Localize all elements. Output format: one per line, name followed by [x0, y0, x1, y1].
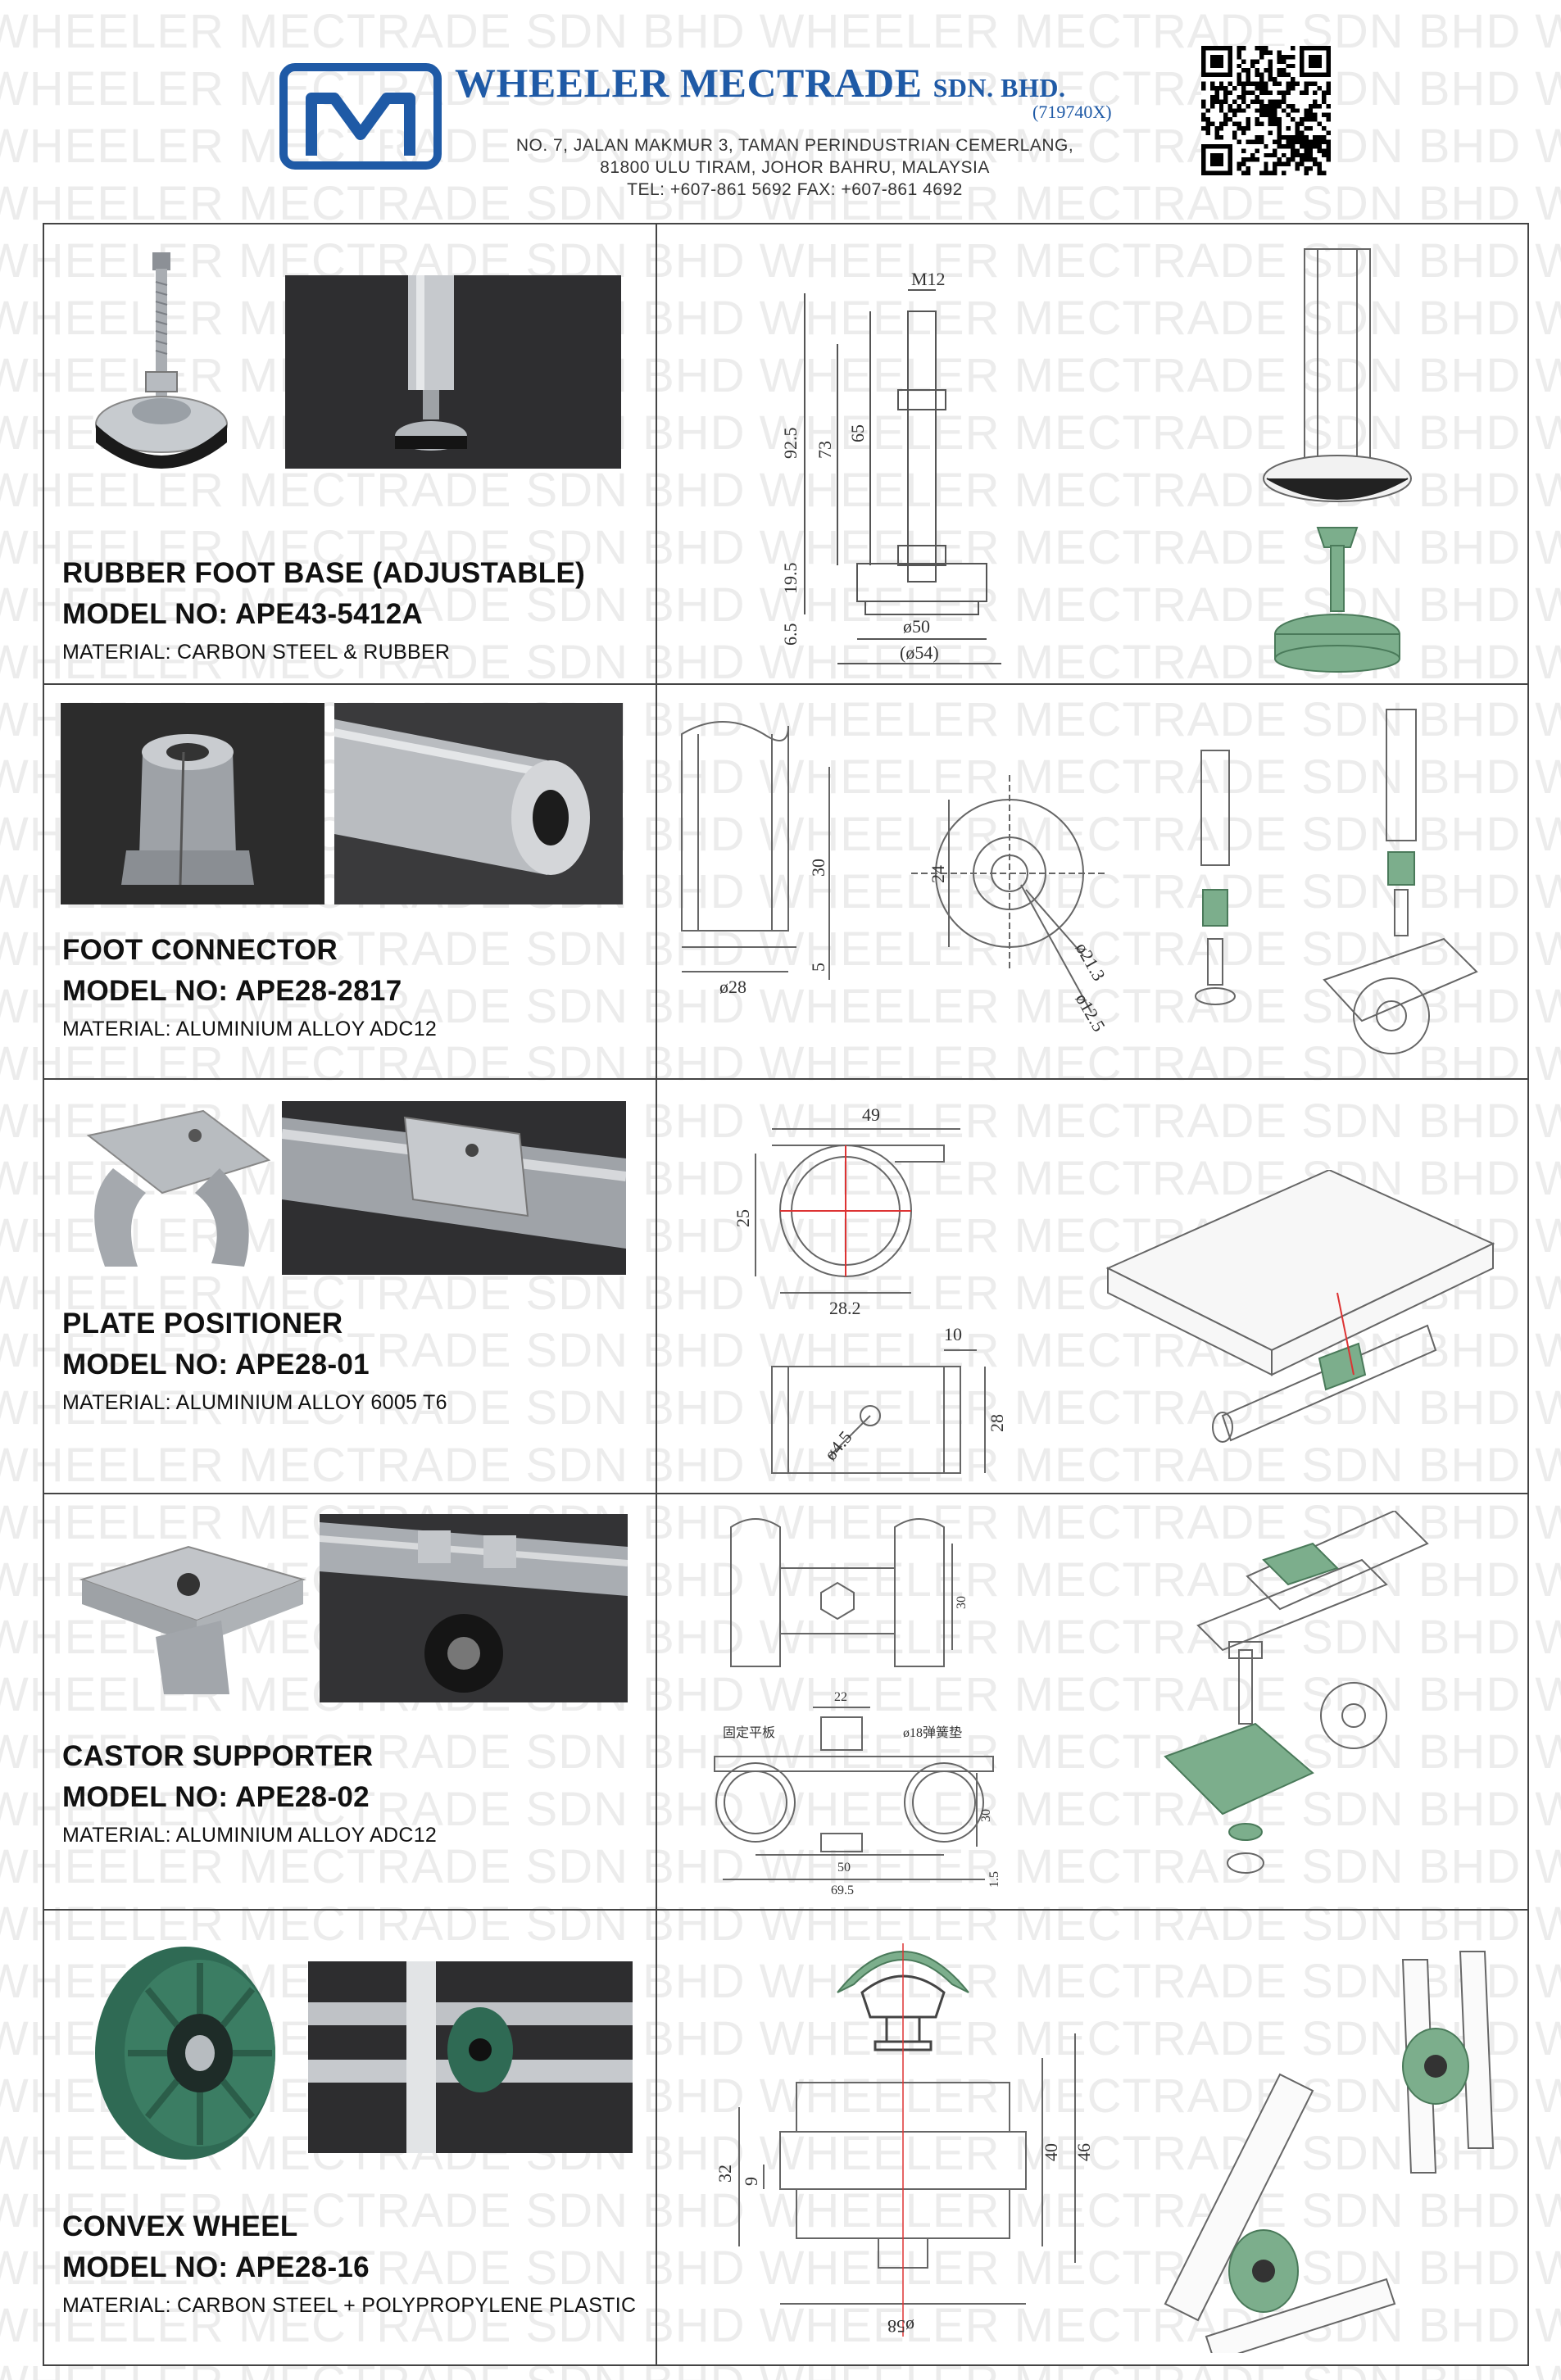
dim-total-height: 46: [1073, 2143, 1094, 2161]
assembly-drawing-leveling-foot: [1255, 241, 1436, 675]
dim-lip: 5: [808, 963, 828, 972]
product-photo-connector-in-pipe: [334, 703, 623, 904]
assembly-drawing-plate-positioner: [1100, 1170, 1509, 1448]
product-info-cell: CASTOR SUPPORTER MODEL NO: APE28-02 MATE…: [44, 1494, 657, 1909]
dim-stud: 73: [815, 441, 835, 459]
qr-code-icon: [1201, 46, 1331, 175]
technical-drawing-convex-wheel: 32 9 40 46 ø58: [690, 1919, 1116, 2353]
dim-thread-length: 65: [847, 424, 868, 442]
company-logo: [279, 59, 442, 174]
technical-drawing-plate-positioner: 49 25 28.2 10 28 ø4.5: [706, 1096, 1034, 1481]
product-material: MATERIAL: ALUMINIUM ALLOY 6005 T6: [62, 1391, 447, 1414]
address-line1: NO. 7, JALAN MAKMUR 3, TAMAN PERINDUSTRI…: [515, 136, 1074, 155]
label-spring-washer: ø18弹簧垫: [903, 1725, 962, 1740]
dim-width: 24: [928, 865, 948, 883]
dim-inner-height: 40: [1041, 2143, 1061, 2161]
dim-thickness: 1.5: [987, 1871, 1001, 1888]
product-photo-wheel-on-rail: [308, 1961, 633, 2153]
product-row: CASTOR SUPPORTER MODEL NO: APE28-02 MATE…: [44, 1494, 1527, 1911]
dim-overall: 92.5: [780, 428, 801, 460]
product-model: MODEL NO: APE28-16: [62, 2251, 370, 2283]
product-drawing-cell: 49 25 28.2 10 28 ø4.5: [657, 1080, 1527, 1493]
product-material: MATERIAL: ALUMINIUM ALLOY ADC12: [62, 1018, 438, 1040]
dim-top-height: 30: [955, 1596, 969, 1609]
dim-length: 49: [862, 1104, 880, 1125]
product-title: CONVEX WHEEL: [62, 2210, 298, 2242]
dim-outer-diameter: ø28: [719, 977, 746, 997]
company-name: WHEELER MECTRADE SDN. BHD.: [455, 60, 1066, 106]
product-model: MODEL NO: APE28-2817: [62, 975, 402, 1007]
product-model: MODEL NO: APE28-01: [62, 1349, 370, 1380]
product-model: MODEL NO: APE43-5412A: [62, 598, 424, 630]
assembly-drawing-foot-connector: [1165, 701, 1518, 1062]
product-material: MATERIAL: CARBON STEEL + POLYPROPYLENE P…: [62, 2294, 637, 2317]
product-title: PLATE POSITIONER: [62, 1308, 343, 1340]
dim-width: 28.2: [829, 1298, 861, 1318]
contact-line: TEL: +607-861 5692 FAX: +607-861 4692: [627, 180, 963, 199]
assembly-drawing-convex-wheel: [1157, 1927, 1518, 2353]
product-info-cell: FOOT CONNECTOR MODEL NO: APE28-2817 MATE…: [44, 685, 657, 1078]
product-photo-leveling-foot: [92, 249, 231, 487]
company-registration: (719740X): [1032, 102, 1112, 122]
product-photo-plate-positioner: [64, 1103, 284, 1283]
technical-drawing-foot-connector: 30 5 ø28 24 ø21.3 ø12.5: [665, 701, 1141, 1062]
product-title: FOOT CONNECTOR: [62, 934, 338, 966]
company-address: NO. 7, JALAN MAKMUR 3, TAMAN PERINDUSTRI…: [426, 134, 1164, 201]
dim-total: 69.5: [831, 1884, 854, 1896]
dim-side: 28: [987, 1414, 1007, 1432]
product-material: MATERIAL: CARBON STEEL & RUBBER: [62, 641, 451, 664]
dim-base-height: 19.5: [780, 563, 801, 595]
product-drawing-cell: M12 92.5 73 65 19.5 6.5 ø50 (ø54): [657, 224, 1527, 683]
product-photo-castor-supporter: [66, 1530, 311, 1702]
dim-hole-diameter: ø21.3: [1072, 939, 1109, 984]
product-drawing-cell: 30 5 ø28 24 ø21.3 ø12.5: [657, 685, 1527, 1078]
product-title: CASTOR SUPPORTER: [62, 1740, 374, 1772]
dim-pad-height: 6.5: [780, 623, 801, 646]
product-model: MODEL NO: APE28-02: [62, 1781, 370, 1813]
dim-tab: 10: [944, 1324, 962, 1344]
dim-height: 25: [733, 1209, 753, 1227]
product-photo-castor-installed: [320, 1514, 628, 1702]
product-row: FOOT CONNECTOR MODEL NO: APE28-2817 MATE…: [44, 685, 1527, 1080]
product-info-cell: PLATE POSITIONER MODEL NO: APE28-01 MATE…: [44, 1080, 657, 1493]
product-catalog-table: RUBBER FOOT BASE (ADJUSTABLE) MODEL NO: …: [43, 223, 1529, 2366]
product-drawing-cell: 32 9 40 46 ø58: [657, 1911, 1527, 2364]
address-line2: 81800 ULU TIRAM, JOHOR BAHRU, MALAYSIA: [600, 158, 990, 177]
dim-pad-diameter: ø50: [903, 616, 930, 637]
dim-thread: M12: [911, 269, 946, 289]
product-photo-foot-installed: [285, 275, 621, 469]
dim-inner-diameter: ø12.5: [1072, 990, 1109, 1035]
technical-drawing-leveling-foot: M12 92.5 73 65 19.5 6.5 ø50 (ø54): [756, 254, 1100, 672]
technical-drawing-castor-supporter: 30 22 固定平板 ø18弹簧垫 30 50 69.5 1.5: [706, 1511, 1067, 1896]
dim-height: 32: [715, 2165, 735, 2183]
dim-side-height: 30: [979, 1809, 993, 1822]
product-info-cell: RUBBER FOOT BASE (ADJUSTABLE) MODEL NO: …: [44, 224, 657, 683]
product-material: MATERIAL: ALUMINIUM ALLOY ADC12: [62, 1824, 438, 1847]
dim-base-diameter: (ø54): [900, 642, 939, 663]
product-row: RUBBER FOOT BASE (ADJUSTABLE) MODEL NO: …: [44, 224, 1527, 685]
product-drawing-cell: 30 22 固定平板 ø18弹簧垫 30 50 69.5 1.5: [657, 1494, 1527, 1909]
product-row: CONVEX WHEEL MODEL NO: APE28-16 MATERIAL…: [44, 1911, 1527, 2364]
label-fixed-plate: 固定平板: [723, 1725, 775, 1740]
product-photo-convex-wheel: [77, 1930, 293, 2176]
dim-hub: 9: [741, 2177, 761, 2186]
dim-hole: ø4.5: [820, 1427, 856, 1465]
product-row: PLATE POSITIONER MODEL NO: APE28-01 MATE…: [44, 1080, 1527, 1494]
assembly-drawing-castor-supporter: [1149, 1511, 1509, 1896]
dim-gap: 22: [834, 1690, 847, 1704]
product-photo-positioner-installed: [282, 1101, 626, 1275]
product-title: RUBBER FOOT BASE (ADJUSTABLE): [62, 557, 586, 589]
product-photo-foot-connector: [61, 703, 324, 904]
dim-height: 30: [808, 859, 828, 877]
dim-diameter: ø58: [887, 2316, 914, 2337]
dim-span: 50: [837, 1861, 851, 1875]
letterhead: WHEELER MECTRADE SDN. BHD. (719740X) NO.…: [0, 0, 1561, 221]
product-info-cell: CONVEX WHEEL MODEL NO: APE28-16 MATERIAL…: [44, 1911, 657, 2364]
